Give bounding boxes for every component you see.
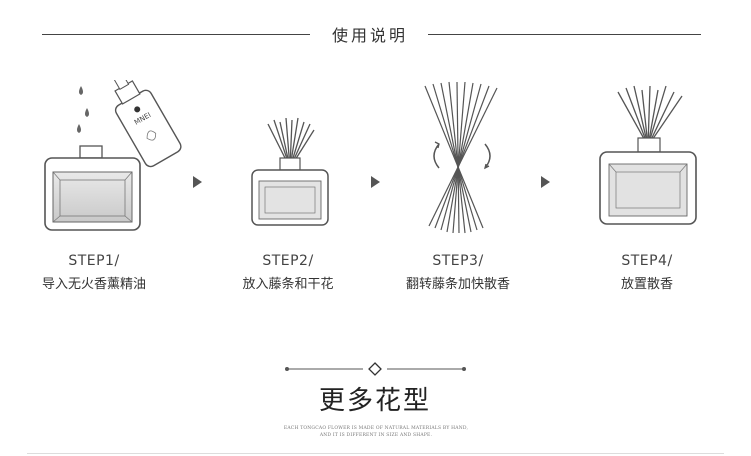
step4-illustration bbox=[599, 85, 697, 225]
drop-icon bbox=[77, 124, 81, 133]
bottom-divider bbox=[27, 453, 724, 454]
step-description: 翻转藤条加快散香 bbox=[405, 277, 510, 292]
step-description: 导入无火香薰精油 bbox=[41, 277, 146, 292]
step-3: STEP3/ 翻转藤条加快散香 bbox=[373, 253, 543, 292]
page-title: 使用说明 bbox=[331, 26, 408, 45]
arrow-right-icon bbox=[371, 176, 380, 188]
step1-illustration: MNEI bbox=[44, 80, 182, 231]
step-label: STEP3/ bbox=[432, 253, 484, 269]
section-divider bbox=[285, 362, 466, 376]
fine-print: AND IT IS DIFFERENT IN SIZE AND SHAPE. bbox=[319, 433, 433, 438]
rotate-right-icon bbox=[484, 143, 491, 169]
arrow-right-icon bbox=[541, 176, 550, 188]
step-1: STEP1/ 导入无火香薰精油 bbox=[9, 253, 179, 292]
step-label: STEP4/ bbox=[621, 253, 673, 269]
arrow-right-icon bbox=[193, 176, 202, 188]
step-label: STEP2/ bbox=[262, 253, 314, 269]
drop-icon bbox=[79, 86, 83, 95]
drop-icon bbox=[85, 108, 89, 117]
diamond-icon bbox=[368, 362, 382, 376]
step3-illustration bbox=[424, 81, 498, 234]
step-description: 放置散香 bbox=[620, 277, 673, 292]
step2-illustration bbox=[251, 117, 329, 226]
rotate-left-icon bbox=[433, 143, 440, 169]
step-2: STEP2/ 放入藤条和干花 bbox=[203, 253, 373, 292]
header-rule-left bbox=[42, 34, 310, 35]
more-styles-title: 更多花型 bbox=[318, 386, 431, 416]
step-label: STEP1/ bbox=[68, 253, 120, 269]
step-description: 放入藤条和干花 bbox=[242, 277, 334, 292]
step-4: STEP4/ 放置散香 bbox=[562, 253, 732, 292]
header-rule-right bbox=[428, 34, 701, 35]
fine-print: EACH TONGCAO FLOWER IS MADE OF NATURAL M… bbox=[283, 426, 469, 431]
